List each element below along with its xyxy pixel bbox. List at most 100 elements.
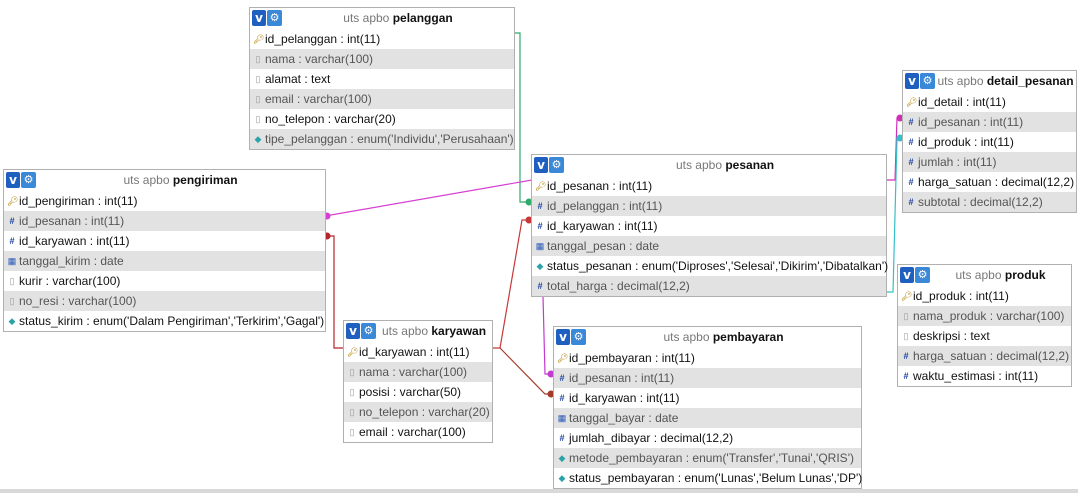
gear-icon[interactable]: ⚙ <box>267 10 282 26</box>
column-row[interactable]: ▯no_telepon : varchar(20) <box>344 402 492 422</box>
column-row[interactable]: 🔑︎id_pengiriman : int(11) <box>4 191 325 211</box>
column-row[interactable]: #id_pesanan : int(11) <box>903 112 1076 132</box>
column-row[interactable]: #id_karyawan : int(11) <box>532 216 886 236</box>
column-row[interactable]: #harga_satuan : decimal(12,2) <box>903 172 1076 192</box>
toggle-button[interactable]: v <box>905 73 919 89</box>
table-header[interactable]: v ⚙ uts apbo detail_pesanan <box>903 71 1076 92</box>
column-row[interactable]: ▯alamat : text <box>250 69 514 89</box>
toggle-button[interactable]: v <box>534 157 548 173</box>
gear-icon[interactable]: ⚙ <box>549 157 564 173</box>
gear-icon[interactable]: ⚙ <box>21 172 36 188</box>
column-row[interactable]: 🔑︎id_pelanggan : int(11) <box>250 29 514 49</box>
gear-icon[interactable]: ⚙ <box>915 267 930 283</box>
column-row[interactable]: ▯email : varchar(100) <box>250 89 514 109</box>
toggle-button[interactable]: v <box>252 10 266 26</box>
number-icon: # <box>903 371 909 381</box>
column-row[interactable]: ◆status_pesanan : enum('Diproses','Seles… <box>532 256 889 276</box>
date-icon: ▦ <box>557 413 567 423</box>
gear-icon[interactable]: ⚙ <box>920 73 935 89</box>
column-row[interactable]: ▯no_telepon : varchar(20) <box>250 109 514 129</box>
number-icon: # <box>908 137 914 147</box>
bottom-scrollbar[interactable] <box>0 489 1078 493</box>
text-icon: ▯ <box>255 54 261 64</box>
column-row[interactable]: #jumlah : int(11) <box>903 152 1076 172</box>
column-row[interactable]: ◆status_pembayaran : enum('Lunas','Belum… <box>554 468 863 488</box>
column-row[interactable]: ▯posisi : varchar(50) <box>344 382 492 402</box>
gear-icon[interactable]: ⚙ <box>571 329 586 345</box>
number-icon: # <box>908 157 914 167</box>
relation-detail-produk <box>887 134 904 293</box>
column-row[interactable]: ◆tipe_pelanggan : enum('Individu','Perus… <box>250 129 514 149</box>
table-header[interactable]: v ⚙ uts apbo pesanan <box>532 155 886 176</box>
relation-pengiriman-pesanan <box>323 179 533 220</box>
table-header[interactable]: v ⚙ uts apbo pelanggan <box>250 8 514 29</box>
column-row[interactable]: #id_produk : int(11) <box>903 132 1076 152</box>
date-icon: ▦ <box>535 241 545 251</box>
column-row[interactable]: #harga_satuan : decimal(12,2) <box>898 346 1071 366</box>
text-icon: ▯ <box>255 94 261 104</box>
number-icon: # <box>903 351 909 361</box>
column-row[interactable]: ◆status_kirim : enum('Dalam Pengiriman',… <box>4 311 325 331</box>
column-row[interactable]: ▯no_resi : varchar(100) <box>4 291 325 311</box>
toggle-button[interactable]: v <box>556 329 570 345</box>
column-row[interactable]: ◆metode_pembayaran : enum('Transfer','Tu… <box>554 448 861 468</box>
table-detail-pesanan[interactable]: v ⚙ uts apbo detail_pesanan 🔑︎id_detail … <box>902 70 1077 213</box>
number-icon: # <box>537 201 543 211</box>
number-icon: # <box>9 216 15 226</box>
text-icon: ▯ <box>9 276 15 286</box>
column-row[interactable]: #subtotal : decimal(12,2) <box>903 192 1076 212</box>
column-row[interactable]: ▦tanggal_pesan : date <box>532 236 886 256</box>
column-row[interactable]: #id_pesanan : int(11) <box>554 368 861 388</box>
column-row[interactable]: 🔑︎id_produk : int(11) <box>898 286 1071 306</box>
table-pelanggan[interactable]: v ⚙ uts apbo pelanggan 🔑︎id_pelanggan : … <box>249 7 515 150</box>
key-icon: 🔑︎ <box>347 347 359 357</box>
relation-pelanggan-pesanan <box>514 32 533 206</box>
table-title: uts apbo pembayaran <box>663 330 784 344</box>
table-pembayaran[interactable]: v ⚙ uts apbo pembayaran 🔑︎id_pembayaran … <box>553 326 862 489</box>
gear-icon[interactable]: ⚙ <box>361 323 376 339</box>
column-row[interactable]: ▯email : varchar(100) <box>344 422 492 442</box>
number-icon: # <box>537 221 543 231</box>
table-pengiriman[interactable]: v ⚙ uts apbo pengiriman 🔑︎id_pengiriman … <box>3 169 326 332</box>
column-row[interactable]: 🔑︎id_pembayaran : int(11) <box>554 348 861 368</box>
table-title: uts apbo pelanggan <box>343 11 453 25</box>
column-row[interactable]: ▦tanggal_kirim : date <box>4 251 325 271</box>
column-row[interactable]: 🔑︎id_pesanan : int(11) <box>532 176 886 196</box>
column-row[interactable]: #id_pesanan : int(11) <box>4 211 325 231</box>
column-row[interactable]: #waktu_estimasi : int(11) <box>898 366 1071 386</box>
table-header[interactable]: v ⚙ uts apbo pengiriman <box>4 170 325 191</box>
key-icon: 🔑︎ <box>557 353 569 363</box>
table-header[interactable]: v ⚙ uts apbo pembayaran <box>554 327 861 348</box>
column-row[interactable]: #id_karyawan : int(11) <box>554 388 861 408</box>
column-row[interactable]: #id_karyawan : int(11) <box>4 231 325 251</box>
table-title: uts apbo pesanan <box>675 158 775 172</box>
key-icon: 🔑︎ <box>901 291 913 301</box>
table-karyawan[interactable]: v ⚙ uts apbo karyawan 🔑︎id_karyawan : in… <box>343 320 493 443</box>
table-title: uts apbo karyawan <box>381 324 487 338</box>
toggle-button[interactable]: v <box>6 172 20 188</box>
column-row[interactable]: #total_harga : decimal(12,2) <box>532 276 886 296</box>
column-row[interactable]: ▯kurir : varchar(100) <box>4 271 325 291</box>
column-row[interactable]: 🔑︎id_karyawan : int(11) <box>344 342 492 362</box>
table-header[interactable]: v ⚙ uts apbo produk <box>898 265 1071 286</box>
text-icon: ▯ <box>349 407 355 417</box>
table-header[interactable]: v ⚙ uts apbo karyawan <box>344 321 492 342</box>
enum-icon: ◆ <box>536 261 544 271</box>
number-icon: # <box>908 117 914 127</box>
toggle-button[interactable]: v <box>346 323 360 339</box>
column-row[interactable]: ▯nama : varchar(100) <box>250 49 514 69</box>
key-icon: 🔑︎ <box>7 196 19 206</box>
number-icon: # <box>537 281 543 291</box>
column-row[interactable]: ▦tanggal_bayar : date <box>554 408 861 428</box>
column-row[interactable]: ▯nama_produk : varchar(100) <box>898 306 1071 326</box>
table-produk[interactable]: v ⚙ uts apbo produk 🔑︎id_produk : int(11… <box>897 264 1072 387</box>
relation-karyawan-pembayaran <box>499 347 555 398</box>
number-icon: # <box>9 236 15 246</box>
table-pesanan[interactable]: v ⚙ uts apbo pesanan 🔑︎id_pesanan : int(… <box>531 154 889 297</box>
column-row[interactable]: ▯deskripsi : text <box>898 326 1071 346</box>
toggle-button[interactable]: v <box>900 267 914 283</box>
column-row[interactable]: #id_pelanggan : int(11) <box>532 196 886 216</box>
column-row[interactable]: #jumlah_dibayar : decimal(12,2) <box>554 428 861 448</box>
column-row[interactable]: ▯nama : varchar(100) <box>344 362 492 382</box>
column-row[interactable]: 🔑︎id_detail : int(11) <box>903 92 1076 112</box>
